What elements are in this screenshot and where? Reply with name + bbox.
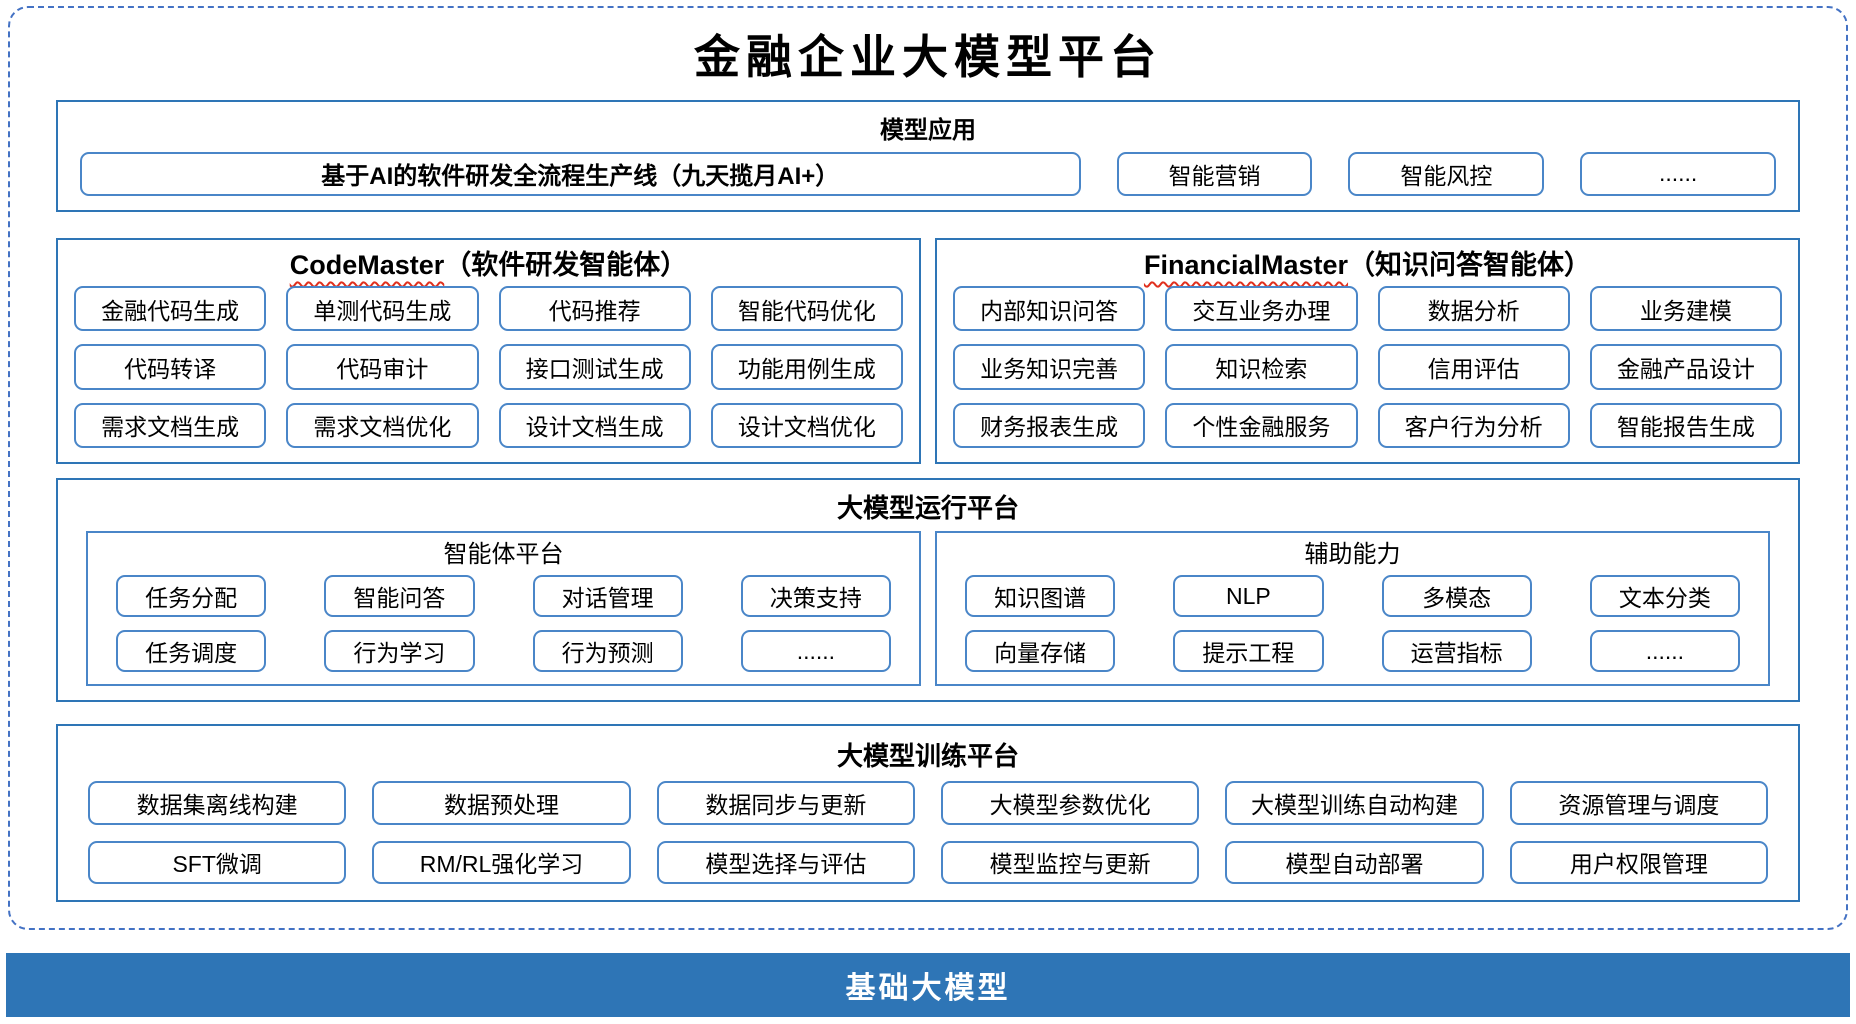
item-box: RM/RL强化学习 <box>372 840 631 884</box>
item-box: 业务建模 <box>1589 286 1782 332</box>
item-box: 大模型参数优化 <box>941 781 1200 825</box>
codemaster-grid: 金融代码生成 单测代码生成 代码推荐 智能代码优化 代码转译 代码审计 接口测试… <box>74 286 903 448</box>
item-box: 设计文档生成 <box>498 402 691 448</box>
item-box: 模型选择与评估 <box>656 840 915 884</box>
item-box: 运营指标 <box>1381 630 1532 672</box>
item-box: 多模态 <box>1381 575 1532 617</box>
codemaster-title-en: CodeMaster <box>289 250 445 280</box>
training-grid: 数据集离线构建 数据预处理 数据同步与更新 大模型参数优化 大模型训练自动构建 … <box>58 781 1798 900</box>
item-box: 内部知识问答 <box>953 286 1146 332</box>
item-box: 金融产品设计 <box>1589 344 1782 390</box>
item-box: 功能用例生成 <box>710 344 903 390</box>
item-box: 数据预处理 <box>372 781 631 825</box>
item-box: 单测代码生成 <box>286 286 479 332</box>
codemaster-title: CodeMaster（软件研发智能体） <box>74 244 903 286</box>
runtime-header: 大模型运行平台 <box>836 493 1019 523</box>
section-model-applications: 模型应用 基于AI的软件研发全流程生产线（九天揽月AI+） 智能营销 智能风控 … <box>56 100 1800 212</box>
model-applications-row: 基于AI的软件研发全流程生产线（九天揽月AI+） 智能营销 智能风控 .....… <box>58 145 1798 210</box>
item-box: 需求文档优化 <box>286 402 479 448</box>
item-box: 模型自动部署 <box>1225 840 1484 884</box>
aux-capabilities-title: 辅助能力 <box>1304 541 1401 568</box>
item-box: 智能报告生成 <box>1589 402 1782 448</box>
financialmaster-title: FinancialMaster（知识问答智能体） <box>953 244 1782 286</box>
page-title: 金融企业大模型平台 <box>694 30 1162 84</box>
item-box: 交互业务办理 <box>1165 286 1358 332</box>
item-box: 需求文档生成 <box>74 402 267 448</box>
item-box: 客户行为分析 <box>1377 402 1570 448</box>
item-box: 决策支持 <box>740 575 891 617</box>
item-box: 提示工程 <box>1173 630 1324 672</box>
item-box: 大模型训练自动构建 <box>1225 781 1484 825</box>
item-box: 行为预测 <box>532 630 683 672</box>
item-box: 文本分类 <box>1589 575 1740 617</box>
item-box: 数据分析 <box>1377 286 1570 332</box>
item-box: ...... <box>1589 630 1740 672</box>
item-box: 模型监控与更新 <box>941 840 1200 884</box>
financialmaster-title-en: FinancialMaster <box>1143 250 1349 280</box>
item-box: NLP <box>1173 575 1324 617</box>
base-model-bar: 基础大模型 <box>6 953 1850 1017</box>
agents-row: CodeMaster（软件研发智能体） 金融代码生成 单测代码生成 代码推荐 智… <box>56 238 1800 464</box>
item-box: 知识图谱 <box>965 575 1116 617</box>
item-box: 财务报表生成 <box>953 402 1146 448</box>
section-training-platform: 大模型训练平台 数据集离线构建 数据预处理 数据同步与更新 大模型参数优化 大模… <box>56 724 1800 902</box>
model-applications-header: 模型应用 <box>880 117 976 144</box>
item-box: 业务知识完善 <box>953 344 1146 390</box>
item-box: 代码转译 <box>74 344 267 390</box>
app-item-marketing: 智能营销 <box>1116 151 1313 196</box>
training-header: 大模型训练平台 <box>836 741 1019 771</box>
panel-financialmaster: FinancialMaster（知识问答智能体） 内部知识问答 交互业务办理 数… <box>935 238 1800 464</box>
item-box: ...... <box>740 630 891 672</box>
app-item-ai-pipeline: 基于AI的软件研发全流程生产线（九天揽月AI+） <box>80 151 1081 196</box>
item-box: 信用评估 <box>1377 344 1570 390</box>
financialmaster-grid: 内部知识问答 交互业务办理 数据分析 业务建模 业务知识完善 知识检索 信用评估… <box>953 286 1782 448</box>
agent-platform-title: 智能体平台 <box>443 541 564 568</box>
item-box: 用户权限管理 <box>1509 840 1768 884</box>
item-box: 设计文档优化 <box>710 402 903 448</box>
codemaster-title-zh: （软件研发智能体） <box>444 250 688 280</box>
item-box: 任务调度 <box>116 630 267 672</box>
item-box: SFT微调 <box>88 840 347 884</box>
item-box: 代码审计 <box>286 344 479 390</box>
item-box: 行为学习 <box>324 630 475 672</box>
item-box: 金融代码生成 <box>74 286 267 332</box>
item-box: 任务分配 <box>116 575 267 617</box>
item-box: 资源管理与调度 <box>1509 781 1768 825</box>
item-box: 数据集离线构建 <box>88 781 347 825</box>
aux-capabilities-grid: 知识图谱 NLP 多模态 文本分类 向量存储 提示工程 运营指标 ...... <box>957 575 1748 672</box>
item-box: 智能问答 <box>324 575 475 617</box>
financialmaster-title-zh: （知识问答智能体） <box>1348 250 1592 280</box>
item-box: 个性金融服务 <box>1165 402 1358 448</box>
item-box: 数据同步与更新 <box>656 781 915 825</box>
item-box: 对话管理 <box>532 575 683 617</box>
item-box: 知识检索 <box>1165 344 1358 390</box>
app-item-ellipsis: ...... <box>1580 151 1777 196</box>
item-box: 智能代码优化 <box>710 286 903 332</box>
subpanel-agent-platform: 智能体平台 任务分配 智能问答 对话管理 决策支持 任务调度 行为学习 行为预测… <box>86 531 921 686</box>
subpanel-aux-capabilities: 辅助能力 知识图谱 NLP 多模态 文本分类 向量存储 提示工程 运营指标 ..… <box>935 531 1770 686</box>
item-box: 接口测试生成 <box>498 344 691 390</box>
agent-platform-grid: 任务分配 智能问答 对话管理 决策支持 任务调度 行为学习 行为预测 .....… <box>108 575 899 672</box>
item-box: 向量存储 <box>965 630 1116 672</box>
section-runtime-platform: 大模型运行平台 智能体平台 任务分配 智能问答 对话管理 决策支持 任务调度 行… <box>56 478 1800 702</box>
platform-outer-frame: 金融企业大模型平台 模型应用 基于AI的软件研发全流程生产线（九天揽月AI+） … <box>8 6 1848 930</box>
item-box: 代码推荐 <box>498 286 691 332</box>
app-item-risk-control: 智能风控 <box>1348 151 1545 196</box>
panel-codemaster: CodeMaster（软件研发智能体） 金融代码生成 单测代码生成 代码推荐 智… <box>56 238 921 464</box>
runtime-body: 智能体平台 任务分配 智能问答 对话管理 决策支持 任务调度 行为学习 行为预测… <box>58 531 1798 700</box>
